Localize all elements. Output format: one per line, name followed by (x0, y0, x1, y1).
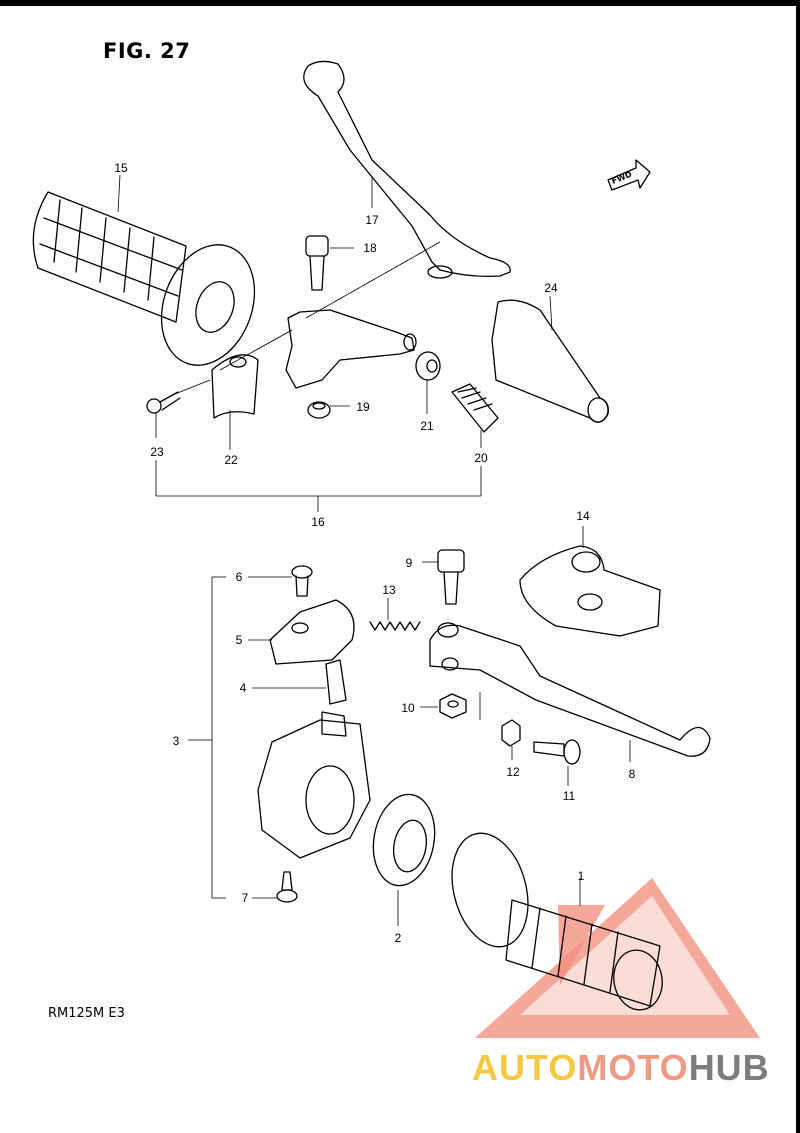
watermark-part-hub: HUB (688, 1047, 770, 1088)
leader-lines (117, 174, 631, 926)
part-15-grip-left (32, 191, 256, 366)
callout-11: 11 (563, 789, 576, 803)
part-6-screw (291, 565, 313, 597)
callout-16: 16 (311, 515, 325, 529)
watermark-logo (475, 878, 760, 1038)
part-1-grip-right (451, 832, 663, 1011)
callout-22: 22 (224, 453, 238, 467)
callout-10: 10 (401, 701, 415, 715)
part-17-lever (303, 60, 511, 279)
callout-3: 3 (173, 734, 180, 748)
callout-2: 2 (395, 931, 402, 945)
part-9-bolt (437, 549, 465, 605)
callout-9: 9 (406, 556, 413, 570)
callout-21: 21 (420, 419, 434, 433)
part-5-clamp (269, 599, 355, 665)
part-10-nut (439, 693, 467, 719)
watermark-text: AUTOMOTOHUB (472, 1047, 770, 1089)
part-22-clamp (211, 354, 259, 419)
part-19-nut (307, 401, 331, 419)
callout-1: 1 (578, 869, 585, 883)
part-23-screw (146, 391, 181, 414)
part-11-bolt (533, 739, 581, 765)
watermark-part-auto: AUTO (472, 1047, 578, 1088)
part-4-spacer (325, 659, 347, 705)
callout-4: 4 (240, 681, 247, 695)
callout-23: 23 (150, 445, 164, 459)
part-14-cover (519, 545, 661, 637)
part-21-locknut (415, 351, 441, 381)
part-18-bolt (305, 235, 329, 291)
part-8-lever (429, 622, 711, 757)
callout-17: 17 (365, 213, 379, 227)
fwd-arrow-icon (607, 159, 651, 191)
part-12-nut (501, 719, 521, 747)
callout-19: 19 (356, 400, 370, 414)
callout-15: 15 (114, 161, 128, 175)
part-7-screw (276, 871, 298, 903)
callout-6: 6 (236, 570, 243, 584)
part-20-adjuster (451, 383, 499, 433)
callout-7: 7 (242, 891, 249, 905)
callout-12: 12 (506, 765, 520, 779)
part-2-ring (372, 793, 436, 887)
callout-8: 8 (629, 767, 636, 781)
model-code: RM125M E3 (48, 1006, 125, 1021)
figure-title: FIG. 27 (103, 39, 191, 63)
part-13-spring (369, 621, 421, 631)
part-24-cover (491, 299, 609, 423)
callout-numbers: 15 17 18 19 24 23 22 21 20 16 14 9 6 13 … (114, 161, 635, 945)
callout-20: 20 (474, 451, 488, 465)
lever-bracket (285, 309, 417, 389)
callout-13: 13 (382, 583, 396, 597)
callout-24: 24 (544, 281, 558, 295)
part-3-housing (257, 711, 371, 859)
watermark-part-moto: MOTO (577, 1047, 689, 1088)
callout-14: 14 (576, 509, 590, 523)
callout-5: 5 (236, 633, 243, 647)
callout-18: 18 (363, 241, 377, 255)
